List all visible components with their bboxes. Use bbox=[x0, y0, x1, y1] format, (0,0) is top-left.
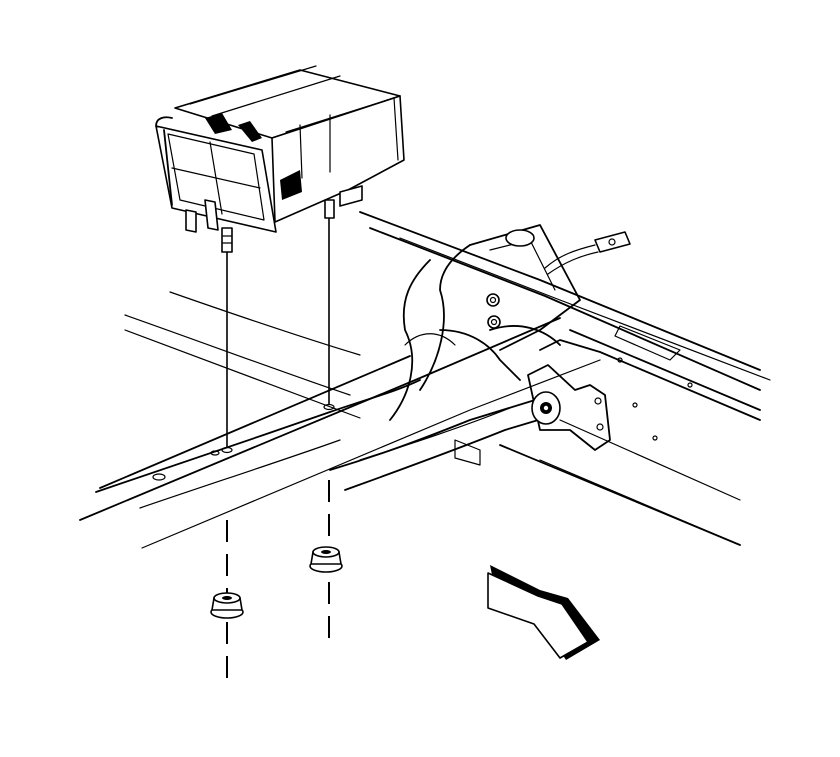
crossmember bbox=[329, 224, 581, 491]
mounting-stud-left bbox=[221, 227, 233, 454]
front-direction-arrow-icon bbox=[487, 565, 600, 660]
right-frame-section bbox=[359, 211, 771, 546]
evaporative-canister bbox=[155, 65, 405, 233]
wiring-connector bbox=[544, 231, 631, 275]
mounting-nut-left bbox=[210, 592, 244, 619]
mounting-nut-right bbox=[309, 546, 343, 573]
frame-rail bbox=[79, 291, 601, 549]
mounting-stud-right bbox=[323, 199, 335, 411]
